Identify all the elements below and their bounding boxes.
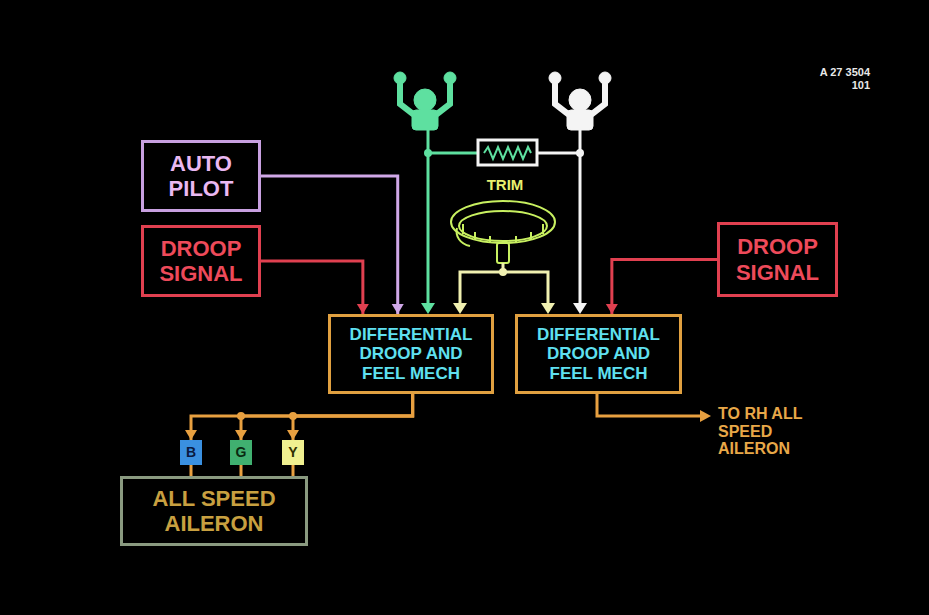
signal-connector <box>235 394 413 440</box>
signal-connector <box>293 465 294 476</box>
pilot-input-lines <box>421 130 587 314</box>
droop-signal-box: DROOP SIGNAL <box>717 222 838 297</box>
node-text: Y <box>288 444 297 460</box>
trim-input-lines <box>453 263 555 314</box>
copilot-figure <box>549 72 611 130</box>
aileron-box: ALL SPEED AILERON <box>120 476 308 546</box>
signal-connector <box>261 176 404 314</box>
node-text: DROOP SIGNAL <box>150 236 252 287</box>
node-text: DIFFERENTIAL DROOP AND FEEL MECH <box>337 325 485 384</box>
droop-signal-box: DROOP SIGNAL <box>141 225 261 297</box>
droop-feel-mechanism: DIFFERENTIAL DROOP AND FEEL MECH <box>515 314 682 394</box>
signal-connector <box>287 394 413 440</box>
spring-link <box>424 140 584 165</box>
autopilot-box: AUTO PILOT <box>141 140 261 212</box>
hydraulic-system-tag: G <box>230 440 252 465</box>
destination-label: TO RH ALL SPEED AILERON <box>718 405 838 458</box>
droop-feel-mechanism: DIFFERENTIAL DROOP AND FEEL MECH <box>328 314 494 394</box>
signal-connector <box>191 465 192 476</box>
signal-connector <box>261 261 369 314</box>
trim-wheel <box>451 201 555 263</box>
node-text: DROOP SIGNAL <box>726 234 829 285</box>
signal-connector <box>185 394 413 440</box>
hydraulic-system-tag: Y <box>282 440 304 465</box>
rh-output-line <box>597 394 711 422</box>
hydraulic-system-tag: B <box>180 440 202 465</box>
signal-connector <box>606 260 717 315</box>
node-text: ALL SPEED AILERON <box>129 486 299 537</box>
sheet-number: 101 <box>810 79 870 91</box>
node-text: B <box>186 444 196 460</box>
node-text: DIFFERENTIAL DROOP AND FEEL MECH <box>524 325 673 384</box>
pilot-figure <box>394 72 456 130</box>
trim-label: TRIM <box>470 177 540 194</box>
signal-connector <box>241 465 242 476</box>
drawing-number: A 27 3504 <box>810 66 870 78</box>
node-text: G <box>236 444 247 460</box>
node-text: AUTO PILOT <box>150 151 252 202</box>
